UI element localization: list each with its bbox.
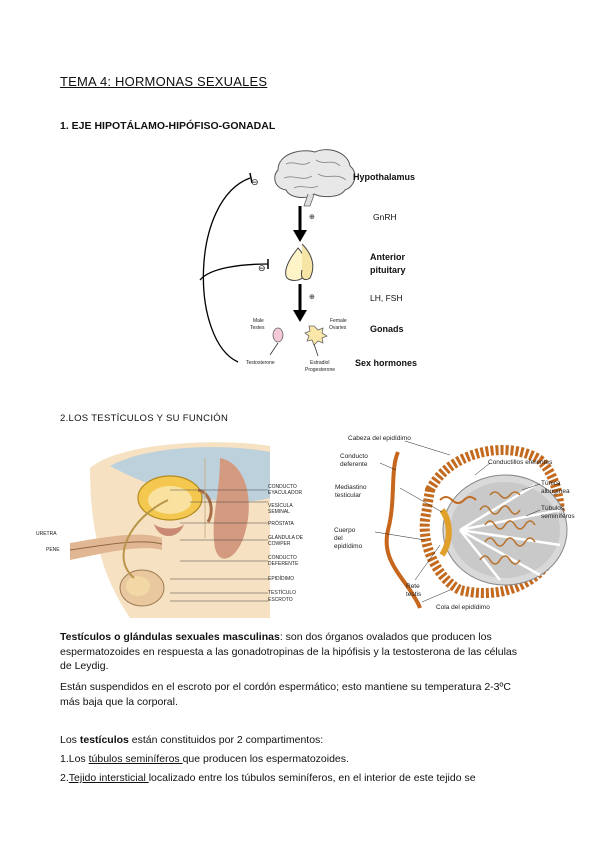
- testis-cross-section-illustration: [384, 445, 568, 609]
- ovaries-icon: [304, 325, 328, 346]
- label-testes: Testes: [250, 325, 265, 331]
- paragraph-escroto: Están suspendidos en el escroto por el c…: [60, 681, 511, 708]
- male-anatomy-illustration: [70, 438, 270, 618]
- hormone-axis-diagram: [199, 149, 356, 363]
- label-progesterone: Progesterone: [305, 367, 336, 373]
- section-heading-eje: 1. EJE HIPOTÁLAMO-HIPÓFISO-GONADAL: [60, 120, 276, 132]
- left-leader-lines: [170, 489, 268, 602]
- section-heading-testiculos: 2.LOS TESTÍCULOS Y SU FUNCIÓN: [60, 413, 229, 424]
- label-pituitary: pituitary: [370, 265, 406, 275]
- label-ovaries: Ovaries: [329, 325, 347, 331]
- minus-sign-1: ⊖: [251, 177, 259, 187]
- label-conductillos-eferentes: Conductillos eferentes: [488, 459, 553, 466]
- label-testosterone: Testosterone: [246, 360, 275, 366]
- pituitary-icon: [285, 243, 314, 281]
- brain-icon: [274, 149, 356, 207]
- label-prostata: PRÓSTATA: [268, 521, 294, 527]
- label-male: Male: [253, 318, 264, 324]
- minus-sign-2: ⊖: [258, 263, 266, 273]
- plus-sign-2: ⊕: [309, 294, 315, 301]
- list-item-tubulos: 1.Los túbulos seminíferos que producen l…: [60, 753, 349, 765]
- right-leader-lines: [374, 440, 541, 603]
- testes-icon: [272, 327, 284, 343]
- label-epididimo: EPIDÍDIMO: [268, 576, 295, 582]
- label-lh-fsh: LH, FSH: [370, 293, 403, 303]
- label-anterior: Anterior: [370, 252, 406, 262]
- label-cola-epididimo: Cola del epidídimo: [436, 604, 490, 611]
- list-item-tejido-intersticial: 2.Tejido intersticial localizado entre l…: [60, 772, 476, 784]
- label-female: Female: [330, 318, 347, 324]
- label-escroto: ESCROTO: [268, 597, 293, 603]
- label-sex-hormones: Sex hormones: [355, 358, 418, 368]
- label-gonads: Gonads: [370, 324, 404, 334]
- label-uretra: URETRA: [36, 531, 57, 537]
- label-pene: PENE: [46, 547, 60, 553]
- label-testiculo: TESTÍCULO: [268, 590, 297, 596]
- page-title: TEMA 4: HORMONAS SEXUALES: [60, 74, 268, 89]
- label-estradiol: Estradiol: [310, 360, 330, 366]
- label-hypothalamus: Hypothalamus: [353, 172, 416, 182]
- paragraph-compartimentos: Los testículos están constituidos por 2 …: [60, 734, 324, 746]
- label-gnrh: GnRH: [373, 212, 397, 222]
- plus-sign-1: ⊕: [309, 214, 315, 221]
- paragraph-testiculos-definicion: Testículos o glándulas sexuales masculin…: [60, 631, 518, 672]
- label-cabeza-epididimo: Cabeza del epidídimo: [348, 435, 411, 442]
